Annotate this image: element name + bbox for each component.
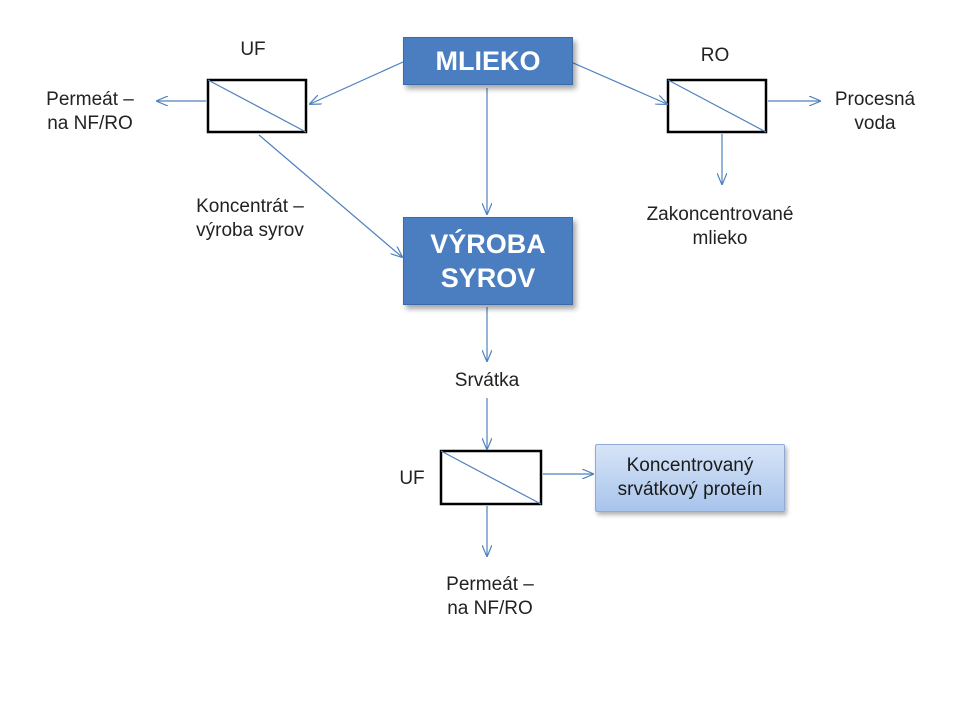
cheese-production-label-line2: SYROV	[440, 263, 536, 293]
permeate-bottom-label: Permeát – na NF/RO	[446, 574, 534, 619]
uf-top-membrane	[206, 78, 308, 134]
uf-bottom-membrane	[439, 449, 543, 506]
arrow-milk-to-uf	[310, 61, 404, 104]
whey-label: Srvátka	[454, 370, 520, 391]
concentrated-milk-label: Zakoncentrované mlieko	[646, 204, 794, 249]
cheese-production-label-line1: VÝROBA	[430, 229, 546, 259]
arrow-milk-to-ro	[570, 61, 667, 104]
uf-bottom-label: UF	[399, 468, 425, 489]
uf-top-label: UF	[240, 39, 266, 60]
whey-protein-label-line1: Koncentrovaný	[626, 455, 754, 476]
ro-label: RO	[700, 45, 730, 66]
whey-protein-label-line2: srvátkový proteín	[617, 479, 763, 500]
concentrate-label: Koncentrát – výroba syrov	[196, 196, 304, 241]
permeate-top-label: Permeát – na NF/RO	[46, 89, 134, 134]
process-water-label: Procesná voda	[834, 89, 916, 134]
milk-node: MLIEKO	[403, 37, 573, 85]
milk-label: MLIEKO	[435, 45, 541, 76]
whey-protein-concentrate-node: Koncentrovaný srvátkový proteín	[595, 444, 785, 512]
arrow-uf-to-cheese	[258, 134, 402, 257]
ro-membrane	[666, 78, 768, 134]
cheese-production-node: VÝROBA SYROV	[403, 217, 573, 305]
